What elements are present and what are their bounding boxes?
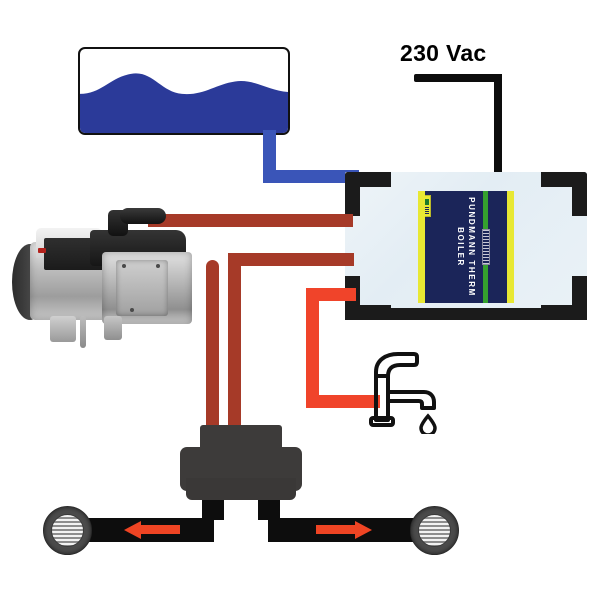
cold-water-pipe-horizontal — [263, 170, 359, 183]
faucet-tap — [368, 346, 440, 437]
cold-water-pipe-vertical — [263, 130, 276, 183]
boiler-badge-logo-icon — [425, 199, 429, 205]
power-cable-horizontal — [414, 74, 502, 82]
duct-left-elbow — [202, 500, 224, 520]
water-tank — [78, 47, 290, 135]
boiler-type-text: BOILER — [456, 227, 465, 267]
airflow-arrow-left-shaft — [140, 525, 180, 534]
faucet-icon — [369, 352, 437, 437]
hot-water-pipe-to-faucet — [306, 395, 380, 408]
duct-right-elbow — [258, 500, 280, 520]
heater-exhaust-pipe — [120, 208, 166, 224]
air-vent-left — [43, 506, 92, 555]
power-label: 230 Vac — [400, 40, 487, 66]
airflow-arrow-right-shaft — [316, 525, 356, 534]
diesel-water-heater — [8, 200, 204, 350]
airflow-arrow-right-head — [355, 521, 372, 539]
heater-drain-stem — [80, 316, 86, 348]
heater-red-marker — [38, 248, 46, 253]
air-vent-right — [410, 506, 459, 555]
boiler-label-text: PUNDMANN THERM BOILER — [455, 197, 477, 297]
heater-bottom-fitting-mid — [104, 316, 122, 340]
water-tank-fill — [80, 73, 288, 133]
boiler-label-badge — [425, 195, 431, 217]
heating-pipe-top — [148, 214, 353, 227]
air-vent-left-grille — [51, 514, 84, 547]
hot-water-pipe-vertical — [306, 288, 319, 408]
boiler-label: PUNDMANN THERM BOILER — [418, 191, 514, 303]
heating-pipe-second — [228, 253, 354, 266]
heater-bolt-1 — [122, 264, 126, 268]
boiler-brand-text: PUNDMANN THERM — [467, 197, 476, 297]
heater-bottom-fitting-left — [50, 316, 76, 342]
hot-water-pipe-from-boiler — [306, 288, 356, 301]
heating-pipe-right-down — [206, 260, 219, 443]
heater-recess — [116, 260, 168, 316]
power-cable-vertical — [494, 74, 502, 174]
boiler-corner-top-right-v — [572, 172, 587, 216]
heating-pipe-left-down — [228, 253, 241, 443]
boiler-label-barcode — [482, 229, 490, 265]
distribution-box-lower — [186, 478, 296, 500]
heater-bolt-2 — [156, 264, 160, 268]
air-vent-right-grille — [418, 514, 451, 547]
boiler: PUNDMANN THERM BOILER — [345, 172, 587, 320]
boiler-badge-bars — [425, 207, 429, 215]
boiler-corner-top-left-v — [345, 172, 360, 216]
airflow-arrow-left-head — [124, 521, 141, 539]
boiler-base-bar — [345, 308, 587, 320]
heater-bolt-3 — [130, 308, 134, 312]
